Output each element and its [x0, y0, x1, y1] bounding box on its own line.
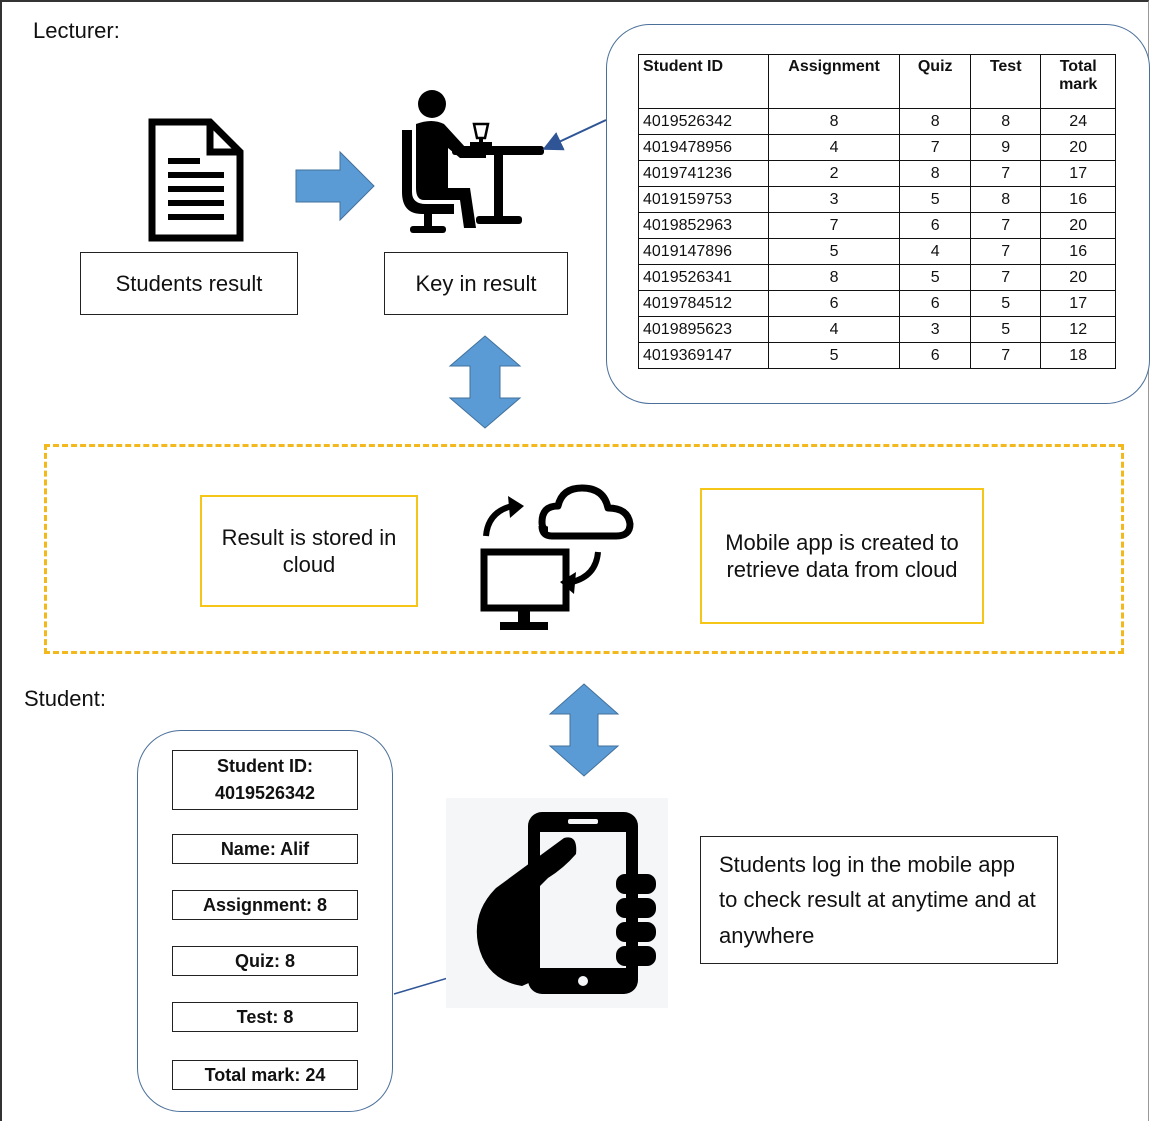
results-table: Student ID Assignment Quiz Test Total ma… [638, 54, 1116, 369]
lecturer-label: Lecturer: [33, 18, 120, 43]
table-cell: 9 [969, 134, 1042, 161]
table-cell: 5 [969, 316, 1042, 343]
table-cell: 4019526342 [638, 108, 769, 135]
table-cell: 4 [899, 238, 971, 265]
right-arrow-icon [295, 150, 375, 222]
table-cell: 6 [899, 342, 971, 369]
col-student-id: Student ID [638, 54, 769, 109]
card-quiz: Quiz: 8 [172, 946, 358, 976]
table-cell: 5 [899, 186, 971, 213]
hand-phone-icon [476, 812, 656, 994]
table-cell: 4019147896 [638, 238, 769, 265]
table-cell: 5 [767, 238, 901, 265]
table-cell: 12 [1040, 316, 1116, 343]
mobile-app-box: Mobile app is created to retrieve data f… [700, 488, 984, 624]
table-cell: 7 [969, 238, 1042, 265]
table-cell: 17 [1040, 160, 1116, 187]
double-arrow-lecturer-cloud [448, 335, 522, 429]
table-cell: 7 [969, 342, 1042, 369]
table-cell: 4019159753 [638, 186, 769, 213]
table-cell: 17 [1040, 290, 1116, 317]
students-result-box: Students result [80, 252, 298, 315]
student-label: Student: [24, 686, 106, 711]
table-cell: 4019369147 [638, 342, 769, 369]
card-assignment: Assignment: 8 [172, 890, 358, 920]
student-result-card [137, 730, 393, 1112]
cloud-stored-box: Result is stored in cloud [200, 495, 418, 607]
document-icon [148, 118, 244, 242]
table-header-row: Student ID Assignment Quiz Test Total ma… [638, 54, 1116, 109]
double-arrow-cloud-student [548, 683, 620, 777]
table-cell: 4 [767, 316, 901, 343]
card-name: Name: Alif [172, 834, 358, 864]
cloud-sync-icon [480, 484, 634, 630]
table-cell: 4019526341 [638, 264, 769, 291]
table-cell: 7 [969, 160, 1042, 187]
student-login-box: Students log in the mobile app to check … [700, 836, 1058, 964]
table-cell: 4 [767, 134, 901, 161]
cloud-section [44, 444, 1124, 654]
table-cell: 8 [899, 108, 971, 135]
table-cell: 18 [1040, 342, 1116, 369]
card-total-mark: Total mark: 24 [172, 1060, 358, 1090]
table-cell: 8 [767, 264, 901, 291]
key-in-result-box: Key in result [384, 252, 568, 315]
lecturer-at-desk-icon [402, 90, 544, 233]
card-student-id: Student ID: 4019526342 [172, 750, 358, 810]
table-cell: 8 [969, 108, 1042, 135]
table-cell: 5 [899, 264, 971, 291]
table-cell: 16 [1040, 186, 1116, 213]
table-cell: 2 [767, 160, 901, 187]
table-cell: 20 [1040, 134, 1116, 161]
col-quiz: Quiz [899, 54, 971, 109]
col-assignment: Assignment [767, 54, 901, 109]
card-test: Test: 8 [172, 1002, 358, 1032]
col-test: Test [969, 54, 1042, 109]
